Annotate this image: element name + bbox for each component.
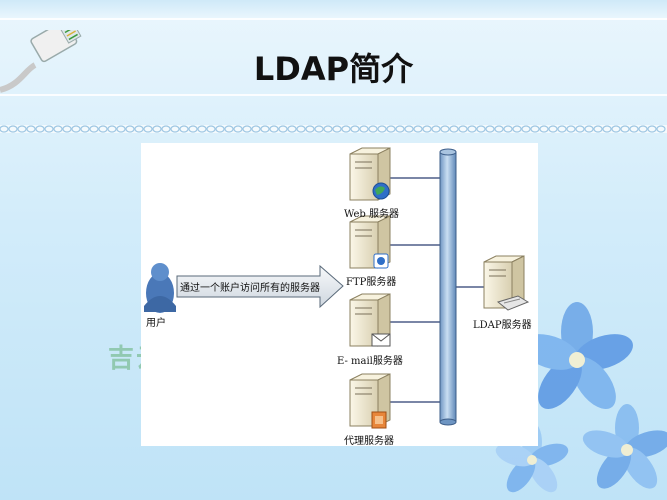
chain-link [206, 125, 216, 133]
email-server-label: E- mail服务器 [337, 356, 403, 367]
chain-link [593, 125, 603, 133]
chain-link [116, 125, 126, 133]
chain-link [278, 125, 288, 133]
email-server-icon [349, 293, 391, 347]
chain-link [431, 125, 441, 133]
chain-link [287, 125, 297, 133]
connector-lines [390, 177, 484, 403]
chain-link [467, 125, 477, 133]
chain-link [638, 125, 648, 133]
chain-link [440, 125, 450, 133]
chain-link [404, 125, 414, 133]
chain-link [359, 125, 369, 133]
ftp-server-icon [349, 215, 391, 269]
chain-link [557, 125, 567, 133]
chain-link [269, 125, 279, 133]
chain-link [143, 125, 153, 133]
chain-link [98, 125, 108, 133]
chain-link [512, 125, 522, 133]
chain-link [71, 125, 81, 133]
web-server-label: Web 服务器 [344, 209, 399, 220]
user-label: 用户 [146, 318, 166, 329]
chain-link [485, 125, 495, 133]
chain-link [215, 125, 225, 133]
arrow-label: 通过一个账户访问所有的服务器 [180, 283, 320, 294]
chain-link [251, 125, 261, 133]
ldap-server-icon [483, 255, 530, 311]
chain-link [296, 125, 306, 133]
chain-link [134, 125, 144, 133]
top-divider-line [0, 18, 667, 20]
chain-link [413, 125, 423, 133]
chain-link [611, 125, 621, 133]
chain-link [584, 125, 594, 133]
slide-title: LDAP简介 [253, 50, 414, 88]
chain-link [422, 125, 432, 133]
chain-link [629, 125, 639, 133]
chain-link [377, 125, 387, 133]
chain-link [575, 125, 585, 133]
chain-link [566, 125, 576, 133]
chain-link [386, 125, 396, 133]
chain-link [494, 125, 504, 133]
ldap-server-label: LDAP服务器 [473, 320, 532, 331]
chain-link [539, 125, 549, 133]
chain-link [0, 125, 9, 133]
chain-link [107, 125, 117, 133]
chain-link [35, 125, 45, 133]
access-arrow [176, 264, 344, 309]
user-icon [144, 263, 176, 313]
chain-link [125, 125, 135, 133]
chain-link [44, 125, 54, 133]
chain-link [26, 125, 36, 133]
title-divider-line [0, 94, 667, 96]
chain-link [62, 125, 72, 133]
chain-link [197, 125, 207, 133]
chain-link [647, 125, 657, 133]
flower-decoration [495, 302, 667, 493]
ftp-server-label: FTP服务器 [346, 277, 397, 288]
chain-link [530, 125, 540, 133]
chain-link [521, 125, 531, 133]
top-band [0, 0, 667, 18]
chain-link [17, 125, 27, 133]
chain-link [476, 125, 486, 133]
chain-link [548, 125, 558, 133]
network-bus-pipe [439, 148, 457, 426]
proxy-server-icon [349, 373, 391, 429]
chain-link [449, 125, 459, 133]
chain-divider [0, 125, 667, 133]
chain-link [395, 125, 405, 133]
chain-link [233, 125, 243, 133]
chain-link [323, 125, 333, 133]
web-server-icon [349, 147, 391, 201]
chain-link [8, 125, 18, 133]
chain-link [656, 125, 666, 133]
chain-link [314, 125, 324, 133]
chain-link [260, 125, 270, 133]
proxy-server-label: 代理服务器 [344, 436, 394, 447]
chain-link [80, 125, 90, 133]
chain-link [188, 125, 198, 133]
chain-link [53, 125, 63, 133]
chain-link [602, 125, 612, 133]
chain-link [179, 125, 189, 133]
chain-link [350, 125, 360, 133]
chain-link [152, 125, 162, 133]
chain-link [332, 125, 342, 133]
network-cable-icon [0, 30, 82, 93]
chain-link [458, 125, 468, 133]
chain-link [161, 125, 171, 133]
chain-link [368, 125, 378, 133]
chain-link [620, 125, 630, 133]
chain-link [503, 125, 513, 133]
chain-link [224, 125, 234, 133]
chain-link [170, 125, 180, 133]
chain-link [242, 125, 252, 133]
chain-link [341, 125, 351, 133]
chain-link [305, 125, 315, 133]
chain-link [89, 125, 99, 133]
